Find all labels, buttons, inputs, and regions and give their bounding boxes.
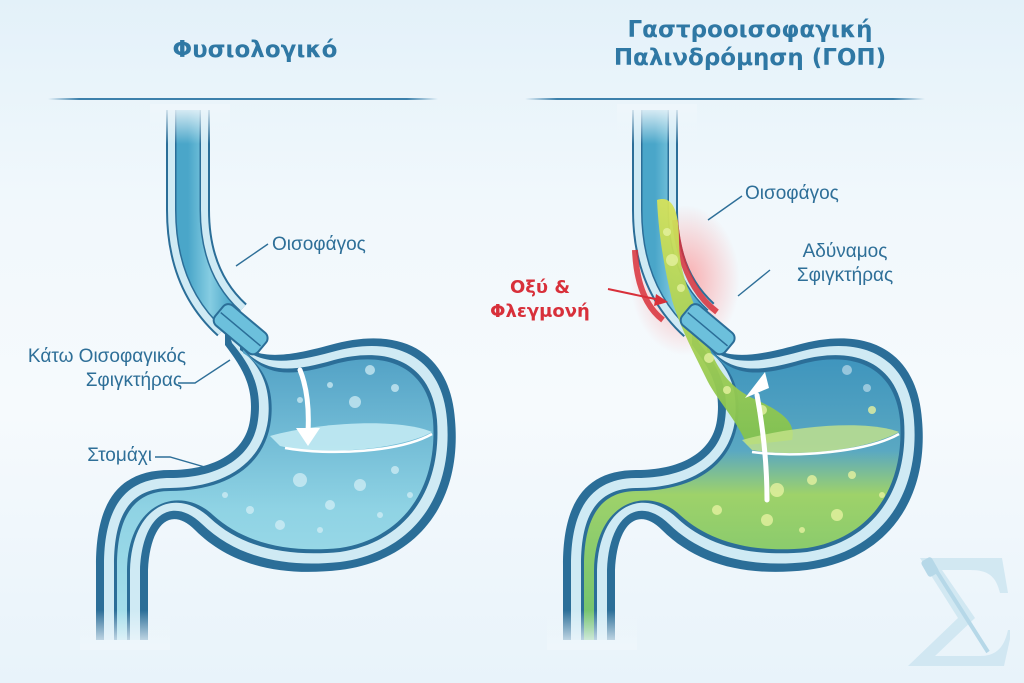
gerd-weak-sphincter-label: Αδύναμος Σφιγκτήρας <box>770 240 920 288</box>
normal-sphincter-line1: Κάτω Οισοφαγικός <box>27 346 186 367</box>
gerd-title-line1: Γαστροοισοφαγική <box>627 17 873 43</box>
sigma-scalpel-logo-icon <box>908 557 1010 666</box>
gerd-title-line2: Παλινδρόμηση (ΓΟΠ) <box>613 45 887 71</box>
normal-esophagus-label: Οισοφάγος <box>272 234 366 255</box>
inflammation-label: Οξύ & Φλεγμονή <box>478 276 602 324</box>
gerd-esophagus-label: Οισοφάγος <box>745 183 839 204</box>
inflammation-line1: Οξύ & <box>509 277 571 298</box>
normal-title-divider <box>48 98 438 100</box>
gerd-weak-sphincter-line1: Αδύναμος <box>802 241 888 262</box>
gerd-title-divider <box>525 98 925 100</box>
gerd-panel-title: Γαστροοισοφαγική Παλινδρόμηση (ΓΟΠ) <box>560 16 940 72</box>
gerd-stomach <box>547 104 923 650</box>
gerd-leader-lines <box>707 195 771 297</box>
gerd-weak-sphincter-line2: Σφιγκτήρας <box>796 265 894 286</box>
inflammation-arrow <box>607 288 668 306</box>
normal-stomach <box>80 104 456 650</box>
normal-sphincter-label: Κάτω Οισοφαγικός Σφιγκτήρας <box>8 345 186 393</box>
inflammation-line2: Φλεγμονή <box>490 301 590 322</box>
normal-leader-lines <box>155 243 269 471</box>
normal-sphincter-line2: Σφιγκτήρας <box>85 370 182 391</box>
normal-stomach-label: Στομάχι <box>87 445 152 466</box>
normal-panel-title: Φυσιολογικό <box>172 37 338 63</box>
